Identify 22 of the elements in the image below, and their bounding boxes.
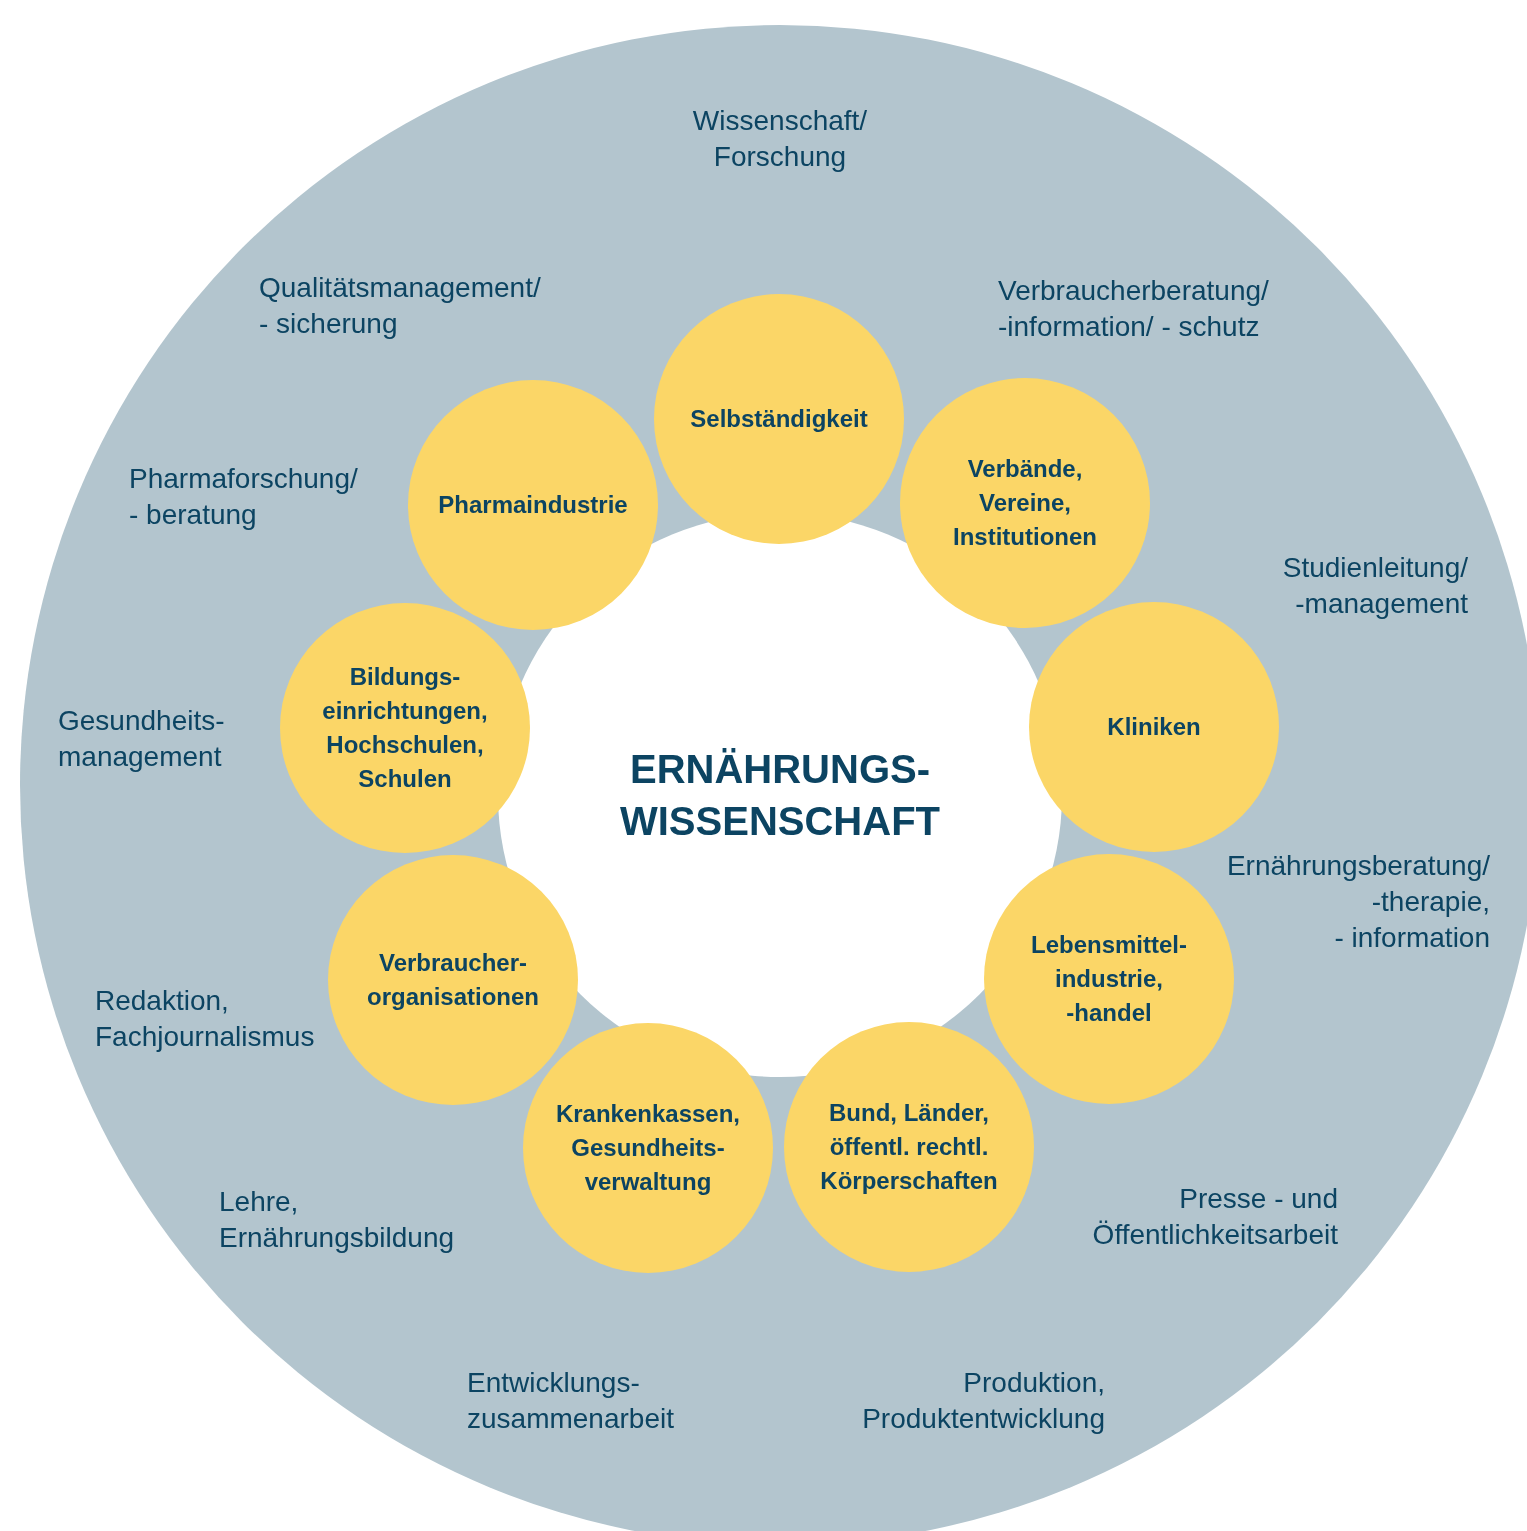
sector-label: Selbständigkeit [690,404,868,434]
area-label: Gesundheits- management [58,704,225,774]
area-label: Lehre, Ernährungsbildung [219,1185,455,1255]
sector-label: Krankenkassen, Gesundheits- verwaltung [555,1099,741,1197]
area-label: Pharmaforschung/ - beratung [129,462,358,532]
area-label: Studienleitung/ -management [1282,551,1468,621]
sector-label: Pharmaindustrie [438,490,628,520]
sector-label: Verbraucher- organisationen [367,948,539,1012]
area-label: Verbraucherberatung/ -information/ - schutz [998,274,1269,344]
area-label: Qualitätsmanagement/ - sicherung [259,271,541,341]
center-title: ERNÄHRUNGS- WISSENSCHAFT [620,746,940,845]
sector-label: Lebensmittel- industrie, -handel [1031,930,1187,1028]
sector-label: Bildungs- einrichtungen, Hochschulen, Schulen [322,662,488,794]
area-label: Entwicklungs- zusammenarbeit [467,1366,674,1436]
area-label: Presse - und Öffentlichkeitsarbeit [1092,1182,1338,1252]
area-label: Produktion, Produktentwicklung [862,1366,1105,1436]
area-label: Redaktion, Fachjournalismus [95,984,315,1054]
area-label: Ernährungsberatung/ -therapie, - information [1226,849,1490,955]
sector-label: Bund, Länder, öffentl. rechtl. Körperschaften [820,1098,998,1196]
sector-label: Verbände, Vereine, Institutionen [953,454,1097,552]
area-label: Wissenschaft/ Forschung [692,104,868,174]
sector-label: Kliniken [1107,712,1201,742]
